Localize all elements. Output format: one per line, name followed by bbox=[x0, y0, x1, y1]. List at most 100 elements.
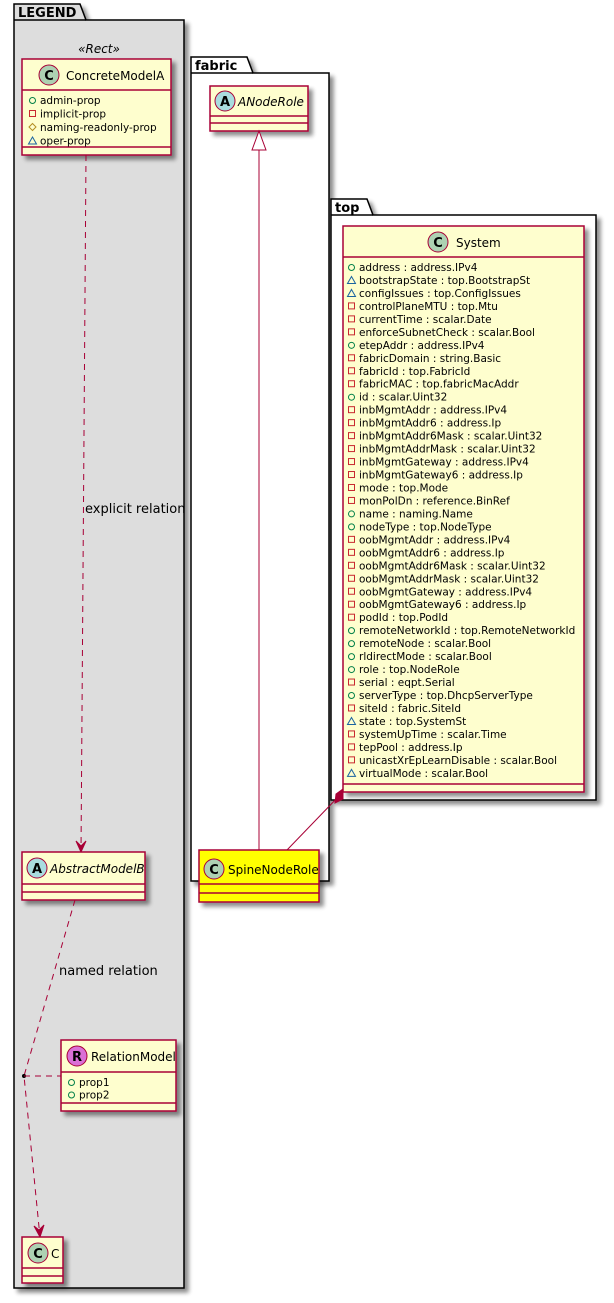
public-visibility-icon bbox=[348, 523, 355, 531]
attribute-text: podId : top.PodId bbox=[359, 612, 448, 624]
abstract-badge-icon: A bbox=[26, 857, 48, 879]
private-visibility-icon bbox=[348, 406, 355, 414]
attribute-row: oobMgmtGateway6 : address.Ip bbox=[348, 599, 527, 611]
composition-edge bbox=[286, 788, 344, 851]
attribute-row: virtualMode : scalar.Bool bbox=[346, 768, 488, 780]
attribute-row: rldirectMode : scalar.Bool bbox=[348, 651, 492, 663]
attribute-text: fabricDomain : string.Basic bbox=[359, 353, 501, 365]
class-name: SpineNodeRole bbox=[228, 863, 319, 877]
package-visibility-icon bbox=[346, 275, 357, 284]
explicit-relation-edge: explicit relation bbox=[75, 154, 185, 854]
attribute-text: rldirectMode : scalar.Bool bbox=[359, 651, 492, 663]
class-badge-icon: C bbox=[203, 858, 225, 880]
package-visibility-icon bbox=[346, 288, 357, 297]
attribute-row: enforceSubnetCheck : scalar.Bool bbox=[348, 327, 535, 339]
class-anoderole[interactable]: A ANodeRole bbox=[209, 85, 309, 132]
attribute-row: serverType : top.DhcpServerType bbox=[348, 690, 533, 702]
public-visibility-icon bbox=[348, 627, 355, 635]
attribute-row: naming-readonly-prop bbox=[28, 122, 157, 134]
attribute-text: admin-prop bbox=[40, 95, 101, 107]
attribute-text: inbMgmtAddr6Mask : scalar.Uint32 bbox=[359, 431, 542, 443]
class-spinenoderole[interactable]: C SpineNodeRole bbox=[198, 849, 320, 903]
attribute-text: state : top.SystemSt bbox=[359, 716, 466, 728]
public-visibility-icon bbox=[348, 510, 355, 518]
inheritance-arrow-icon bbox=[251, 129, 267, 151]
class-name: AbstractModelB bbox=[49, 862, 145, 876]
private-visibility-icon bbox=[348, 328, 355, 336]
attribute-row: state : top.SystemSt bbox=[346, 716, 466, 728]
class-c[interactable]: C C bbox=[21, 1236, 64, 1284]
class-abstract-model-b[interactable]: A AbstractModelB bbox=[21, 851, 146, 901]
svg-text:A: A bbox=[220, 95, 230, 110]
attribute-text: etepAddr : address.IPv4 bbox=[359, 340, 485, 352]
attribute-text: currentTime : scalar.Date bbox=[359, 314, 492, 326]
private-visibility-icon bbox=[348, 302, 355, 310]
attribute-text: inbMgmtGateway : address.IPv4 bbox=[359, 457, 529, 469]
svg-text:C: C bbox=[44, 69, 54, 84]
attribute-text: address : address.IPv4 bbox=[359, 262, 478, 274]
private-visibility-icon bbox=[348, 548, 355, 556]
attribute-text: inbMgmtAddrMask : scalar.Uint32 bbox=[359, 444, 536, 456]
class-concrete-model-a[interactable]: C ConcreteModelA admin-propimplicit-prop… bbox=[21, 58, 172, 156]
attribute-row: oobMgmtAddr : address.IPv4 bbox=[348, 534, 511, 546]
svg-text:A: A bbox=[32, 862, 42, 877]
package-visibility-icon bbox=[346, 768, 357, 777]
attribute-row: podId : top.PodId bbox=[348, 612, 448, 624]
attribute-row: role : top.NodeRole bbox=[348, 664, 460, 676]
private-visibility-icon bbox=[348, 704, 355, 712]
attribute-row: admin-prop bbox=[29, 95, 101, 107]
attribute-text: configIssues : top.ConfigIssues bbox=[359, 288, 521, 300]
attribute-text: fabricMAC : top.fabricMacAddr bbox=[359, 379, 519, 391]
private-visibility-icon bbox=[348, 354, 355, 362]
attribute-text: oobMgmtGateway6 : address.Ip bbox=[359, 599, 527, 611]
attribute-row: fabricId : top.FabricId bbox=[348, 366, 470, 378]
attribute-text: remoteNode : scalar.Bool bbox=[359, 638, 491, 650]
legend-stereotype: «Rect» bbox=[78, 42, 120, 56]
private-visibility-icon bbox=[348, 535, 355, 543]
public-visibility-icon bbox=[68, 1079, 75, 1086]
protected-visibility-icon bbox=[28, 122, 37, 132]
public-visibility-icon bbox=[348, 666, 355, 674]
attribute-row: nodeType : top.NodeType bbox=[348, 521, 492, 533]
private-visibility-icon bbox=[348, 458, 355, 466]
composition-diamond-icon bbox=[334, 788, 344, 804]
attribute-row: remoteNode : scalar.Bool bbox=[348, 638, 491, 650]
attribute-row: serial : eqpt.Serial bbox=[348, 677, 455, 689]
attribute-text: mode : top.Mode bbox=[359, 482, 448, 494]
public-visibility-icon bbox=[68, 1091, 75, 1099]
private-visibility-icon bbox=[348, 445, 355, 453]
attribute-text: enforceSubnetCheck : scalar.Bool bbox=[359, 327, 535, 339]
attribute-text: prop1 bbox=[79, 1077, 110, 1089]
named-relation-label: named relation bbox=[59, 964, 158, 979]
attribute-row: inbMgmtAddr6 : address.Ip bbox=[348, 418, 502, 430]
attribute-row: address : address.IPv4 bbox=[348, 262, 478, 274]
attribute-text: oobMgmtAddr : address.IPv4 bbox=[359, 534, 511, 546]
attribute-text: monPolDn : reference.BinRef bbox=[359, 495, 510, 507]
attribute-text: fabricId : top.FabricId bbox=[359, 366, 470, 378]
svg-text:C: C bbox=[433, 236, 443, 251]
attribute-text: inbMgmtAddr6 : address.Ip bbox=[359, 418, 502, 430]
public-visibility-icon bbox=[348, 692, 355, 700]
attribute-text: oobMgmtAddr6 : address.Ip bbox=[359, 547, 505, 559]
fabric-title: fabric bbox=[195, 59, 237, 74]
attribute-row: inbMgmtAddr6Mask : scalar.Uint32 bbox=[348, 431, 542, 443]
package-visibility-icon bbox=[346, 716, 357, 725]
class-name: ConcreteModelA bbox=[66, 69, 165, 83]
private-visibility-icon bbox=[348, 483, 355, 491]
public-visibility-icon bbox=[348, 264, 355, 271]
attribute-text: controlPlaneMTU : top.Mtu bbox=[359, 301, 498, 313]
attribute-row: fabricMAC : top.fabricMacAddr bbox=[348, 379, 519, 391]
arrowhead-icon bbox=[75, 840, 87, 854]
attribute-row: systemUpTime : scalar.Time bbox=[348, 729, 507, 741]
class-system[interactable]: C System address : address.IPv4bootstrap… bbox=[342, 225, 585, 793]
attribute-text: tepPool : address.Ip bbox=[359, 742, 463, 754]
private-visibility-icon bbox=[348, 587, 355, 595]
attribute-row: oobMgmtAddrMask : scalar.Uint32 bbox=[348, 573, 539, 585]
public-visibility-icon bbox=[348, 341, 355, 349]
attribute-row: controlPlaneMTU : top.Mtu bbox=[348, 301, 498, 313]
attribute-row: oobMgmtAddr6 : address.Ip bbox=[348, 547, 505, 559]
